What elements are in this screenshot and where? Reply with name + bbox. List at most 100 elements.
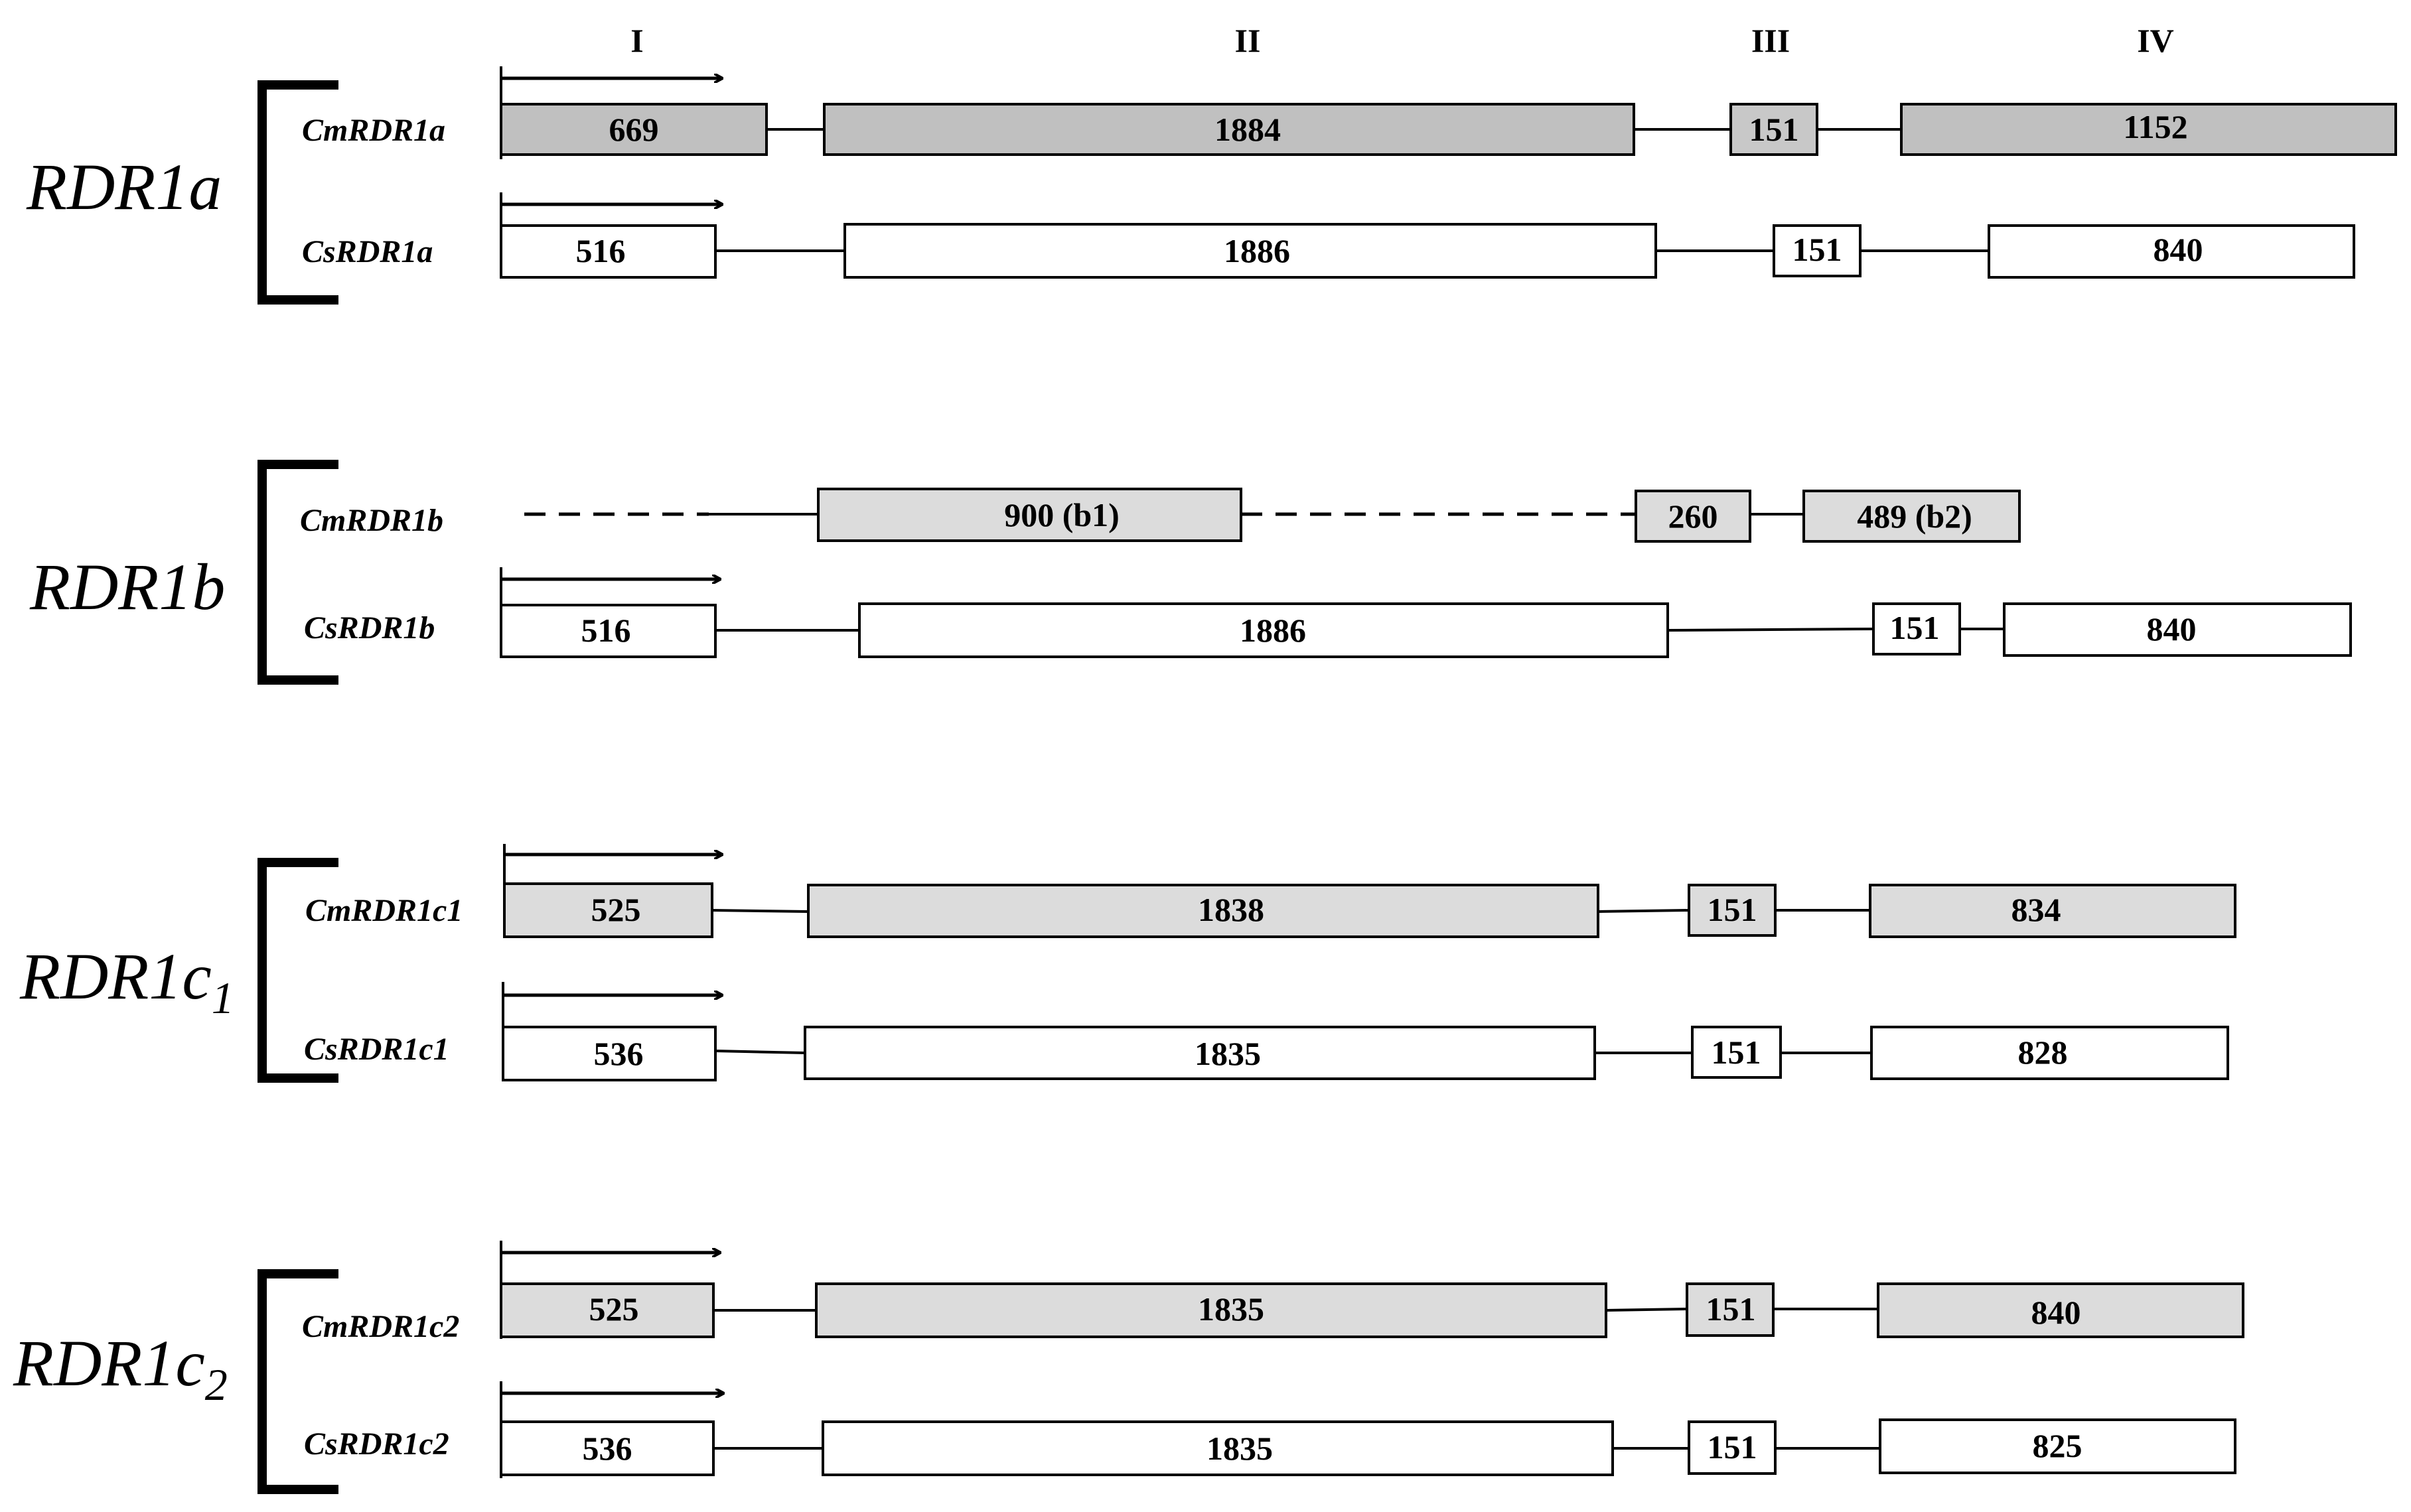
gene-label: CmRDR1b — [300, 503, 443, 538]
exon-box — [1688, 884, 1777, 937]
gene-row-csrdr1c1: CsRDR1c1 536 1835 151 828 — [304, 982, 2229, 1081]
exon-box — [1688, 1420, 1777, 1475]
exon-box — [1802, 490, 2021, 543]
exon-length: 151 — [1708, 891, 1757, 928]
exon-length: 516 — [576, 232, 626, 269]
exon-length: 1835 — [1206, 1430, 1273, 1467]
exon-length: 1886 — [1224, 232, 1290, 269]
exon-length: 825 — [2033, 1427, 2082, 1464]
region-label-i: I — [630, 22, 643, 59]
group-bracket — [257, 460, 338, 685]
group-rdr1c2: RDR1c2 CmRDR1c2 525 1835 151 840 CsRDR1c… — [13, 1241, 2244, 1494]
exon-length: 151 — [1890, 609, 1940, 646]
exon-length: 1884 — [1214, 111, 1281, 148]
gene-label: CsRDR1c1 — [304, 1032, 449, 1067]
exon-length: 900 (b1) — [1004, 496, 1120, 533]
intron-line — [1605, 1308, 1688, 1312]
group-rdr1c1: RDR1c1 CmRDR1c1 525 1838 151 834 CsRDR1c… — [19, 844, 2236, 1083]
group-rdr1a: RDR1a CmRDR1a 669 1884 151 1152 CsRDR1a — [26, 66, 2397, 305]
intron-line — [1667, 628, 1874, 632]
exon-length: 525 — [589, 1290, 639, 1328]
exon-length: 840 — [2031, 1294, 2081, 1331]
exon-box — [1773, 224, 1862, 277]
family-subscript: 1 — [212, 973, 234, 1023]
exon-box — [1988, 224, 2355, 279]
intron-line — [715, 1050, 806, 1054]
region-label-iv: IV — [2137, 22, 2174, 59]
exon-box — [500, 1420, 715, 1476]
exon-length: 840 — [2154, 231, 2203, 268]
region-label-iii: III — [1751, 22, 1790, 59]
group-rdr1b: RDR1b CmRDR1b 900 (b1) 260 489 (b2) CsRD… — [29, 460, 2352, 685]
exon-length: 1835 — [1195, 1035, 1261, 1072]
family-subscript: 2 — [205, 1359, 228, 1410]
exon-length: 516 — [581, 612, 631, 649]
exon-length: 151 — [1712, 1034, 1761, 1071]
exon-box — [858, 602, 1669, 658]
exon-box — [815, 1282, 1607, 1338]
gene-row-cmrdr1c1: CmRDR1c1 525 1838 151 834 — [305, 844, 2236, 938]
exon-length: 151 — [1792, 231, 1842, 268]
exon-box — [503, 882, 713, 938]
group-bracket — [257, 80, 338, 305]
exon-box — [804, 1026, 1596, 1080]
family-label: RDR1a — [26, 150, 222, 224]
exon-box — [1879, 1418, 2236, 1474]
exon-length: 840 — [2147, 610, 2197, 648]
exon-length: 1838 — [1198, 891, 1264, 928]
family-label: RDR1c1 — [19, 939, 234, 1023]
gene-label: CsRDR1a — [302, 234, 433, 269]
exon-box — [1635, 490, 1751, 543]
intron-line — [711, 909, 809, 913]
exon-length: 536 — [594, 1035, 644, 1072]
gene-label: CmRDR1c2 — [302, 1309, 459, 1344]
exon-box — [843, 223, 1657, 279]
family-label: RDR1c2 — [13, 1326, 228, 1410]
exon-box — [1872, 602, 1961, 655]
exon-box — [500, 1282, 715, 1338]
exon-box — [817, 488, 1242, 542]
exon-length: 1152 — [2123, 108, 2187, 145]
gene-label: CsRDR1b — [304, 610, 435, 646]
group-bracket — [257, 1269, 338, 1494]
exon-box — [807, 884, 1599, 938]
exon-length: 1835 — [1198, 1290, 1264, 1328]
exon-box — [500, 224, 717, 279]
exon-box — [500, 604, 717, 658]
exon-box — [1729, 103, 1818, 156]
gene-label: CmRDR1a — [302, 113, 445, 148]
exon-length: 828 — [2018, 1034, 2068, 1071]
intron-line — [1597, 909, 1690, 913]
exon-length: 260 — [1668, 498, 1718, 535]
gene-label: CmRDR1c1 — [305, 893, 463, 928]
exon-length: 151 — [1708, 1428, 1757, 1466]
group-bracket — [257, 858, 338, 1083]
gene-label: CsRDR1c2 — [304, 1426, 449, 1462]
gene-row-cmrdr1a: CmRDR1a 669 1884 151 1152 — [302, 66, 2397, 159]
exon-box — [1686, 1282, 1775, 1337]
gene-row-cmrdr1b: CmRDR1b 900 (b1) 260 489 (b2) — [300, 488, 2021, 543]
exon-box — [502, 1026, 717, 1081]
exon-box — [2003, 602, 2352, 657]
exon-box — [823, 103, 1635, 156]
exon-box — [1900, 103, 2397, 156]
gene-row-cmrdr1c2: CmRDR1c2 525 1835 151 840 — [302, 1241, 2244, 1344]
exon-length: 489 (b2) — [1857, 498, 1972, 535]
exon-box — [1877, 1282, 2244, 1338]
exon-length: 525 — [591, 891, 641, 928]
exon-length: 536 — [583, 1430, 632, 1467]
region-label-ii: II — [1235, 22, 1261, 59]
gene-row-csrdr1b: CsRDR1b 516 1886 151 840 — [304, 567, 2352, 658]
exon-length: 151 — [1749, 111, 1799, 148]
exon-length: 1886 — [1240, 612, 1306, 649]
exon-length: 151 — [1706, 1290, 1756, 1328]
exon-box — [1869, 884, 2236, 938]
exon-box — [1870, 1026, 2229, 1080]
family-label: RDR1b — [29, 550, 225, 624]
exon-box — [822, 1420, 1614, 1476]
gene-row-csrdr1a: CsRDR1a 516 1886 151 840 — [302, 192, 2355, 279]
gene-row-csrdr1c2: CsRDR1c2 536 1835 151 825 — [304, 1381, 2236, 1478]
exon-box — [500, 103, 768, 156]
exon-box — [1691, 1026, 1782, 1079]
